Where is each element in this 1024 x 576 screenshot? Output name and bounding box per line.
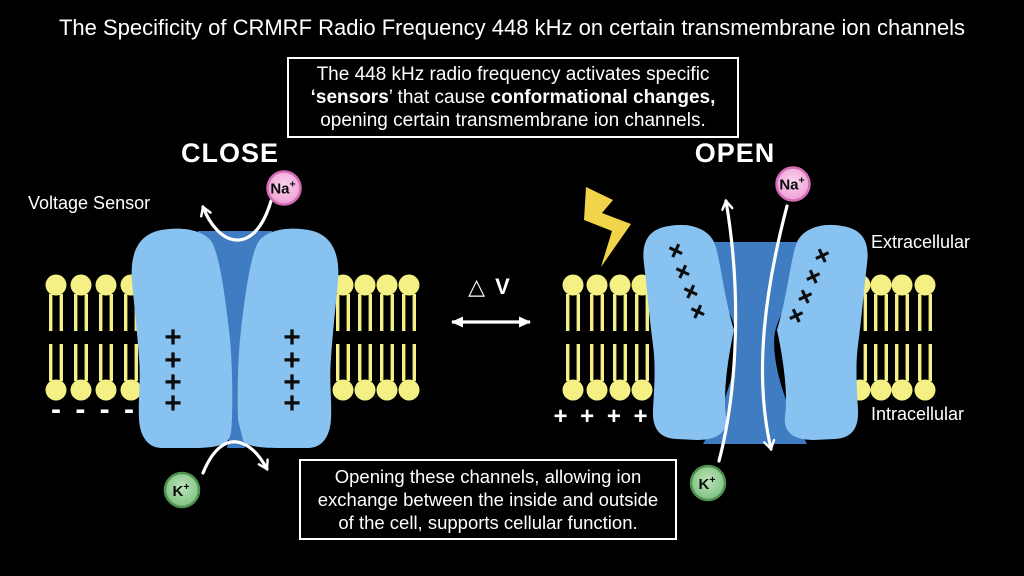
- lipid-icon: [332, 344, 354, 401]
- lipid-icon: [914, 344, 936, 401]
- lipid-icon: [870, 274, 892, 331]
- lipid-icon: [586, 274, 608, 331]
- lipid-icon: [562, 344, 584, 401]
- lipid-icon: [376, 344, 398, 401]
- charge-plus: +: [283, 321, 301, 354]
- lipid-icon: [891, 344, 913, 401]
- lipid-icon: [891, 274, 913, 331]
- na-deflect-arrow: [200, 199, 273, 242]
- charge-plus: +: [164, 321, 182, 354]
- intracellular-positive-charges: + + + +: [553, 403, 651, 430]
- channel-closed-right-lobe: [237, 228, 339, 448]
- page-title: The Specificity of CRMRF Radio Frequency…: [58, 15, 966, 40]
- lipid-icon: [354, 274, 376, 331]
- lipid-icon: [45, 274, 67, 331]
- delta-v-label: △ V: [468, 274, 512, 299]
- lipid-icon: [586, 344, 608, 401]
- ion-inflow-arrow: [760, 204, 789, 452]
- intracellular-label: Intracellular: [871, 404, 965, 424]
- k-ion-label: K+: [699, 474, 716, 493]
- na-ion-label: Na+: [270, 179, 295, 198]
- info-box-bottom: Opening these channels, allowing ion exc…: [299, 459, 677, 540]
- closed-state-label: CLOSE: [180, 138, 279, 168]
- intracellular-negative-charges: - - - -: [51, 393, 137, 426]
- lipid-icon: [398, 344, 420, 401]
- charge-plus: +: [283, 344, 301, 377]
- lipid-icon: [70, 274, 92, 331]
- channel-closed-left-lobe: [131, 228, 233, 448]
- charge-plus: +: [283, 366, 301, 399]
- channel-closed-bottom-notch: [227, 412, 245, 448]
- info-box-top-line1: The 448 kHz radio frequency activates sp…: [316, 64, 710, 85]
- lipid-icon: [870, 344, 892, 401]
- k-ion-label: K+: [173, 481, 190, 500]
- lipid-icon: [609, 274, 631, 331]
- na-ion-right: Na+: [775, 166, 811, 202]
- lipid-icon: [562, 274, 584, 331]
- lipid-icon: [354, 344, 376, 401]
- k-deflect-arrow: [201, 440, 269, 475]
- info-box-bottom-line3: of the cell, supports cellular function.: [338, 512, 638, 533]
- info-box-top-line3: opening certain transmembrane ion channe…: [320, 110, 706, 131]
- lipid-icon: [376, 274, 398, 331]
- charge-plus: +: [164, 387, 182, 420]
- k-ion-left: K+: [163, 471, 201, 509]
- gating-charges-closed: + + + + + + + +: [164, 321, 301, 420]
- channel-closed: + + + + + + + +: [131, 228, 339, 448]
- extracellular-label: Extracellular: [871, 232, 971, 252]
- info-box-top-line2: ‘sensors’ that cause conformational chan…: [310, 87, 716, 108]
- channel-open: + + + + + + + +: [643, 224, 868, 444]
- channel-open-right-lobe: [777, 224, 868, 440]
- voltage-sensor-label: Voltage Sensor: [28, 193, 151, 213]
- info-box-bottom-line2: exchange between the inside and outside: [317, 489, 659, 510]
- na-ion-left: Na+: [266, 170, 302, 206]
- charge-plus: +: [164, 366, 182, 399]
- lipid-icon: [609, 344, 631, 401]
- k-ion-right: K+: [689, 464, 727, 502]
- channel-open-left-lobe: [643, 224, 734, 440]
- lipid-icon: [398, 274, 420, 331]
- info-box-bottom-line1: Opening these channels, allowing ion: [334, 466, 642, 487]
- lipid-icon: [914, 274, 936, 331]
- charge-plus: +: [164, 344, 182, 377]
- open-state-label: OPEN: [694, 138, 776, 168]
- lipid-icon: [95, 274, 117, 331]
- ion-outflow-arrow: [717, 198, 738, 463]
- na-ion-label: Na+: [779, 175, 804, 194]
- lightning-bolt-icon: [584, 187, 631, 267]
- info-box-top: The 448 kHz radio frequency activates sp…: [287, 57, 739, 138]
- charge-plus: +: [283, 387, 301, 420]
- lipid-icon: [631, 344, 653, 401]
